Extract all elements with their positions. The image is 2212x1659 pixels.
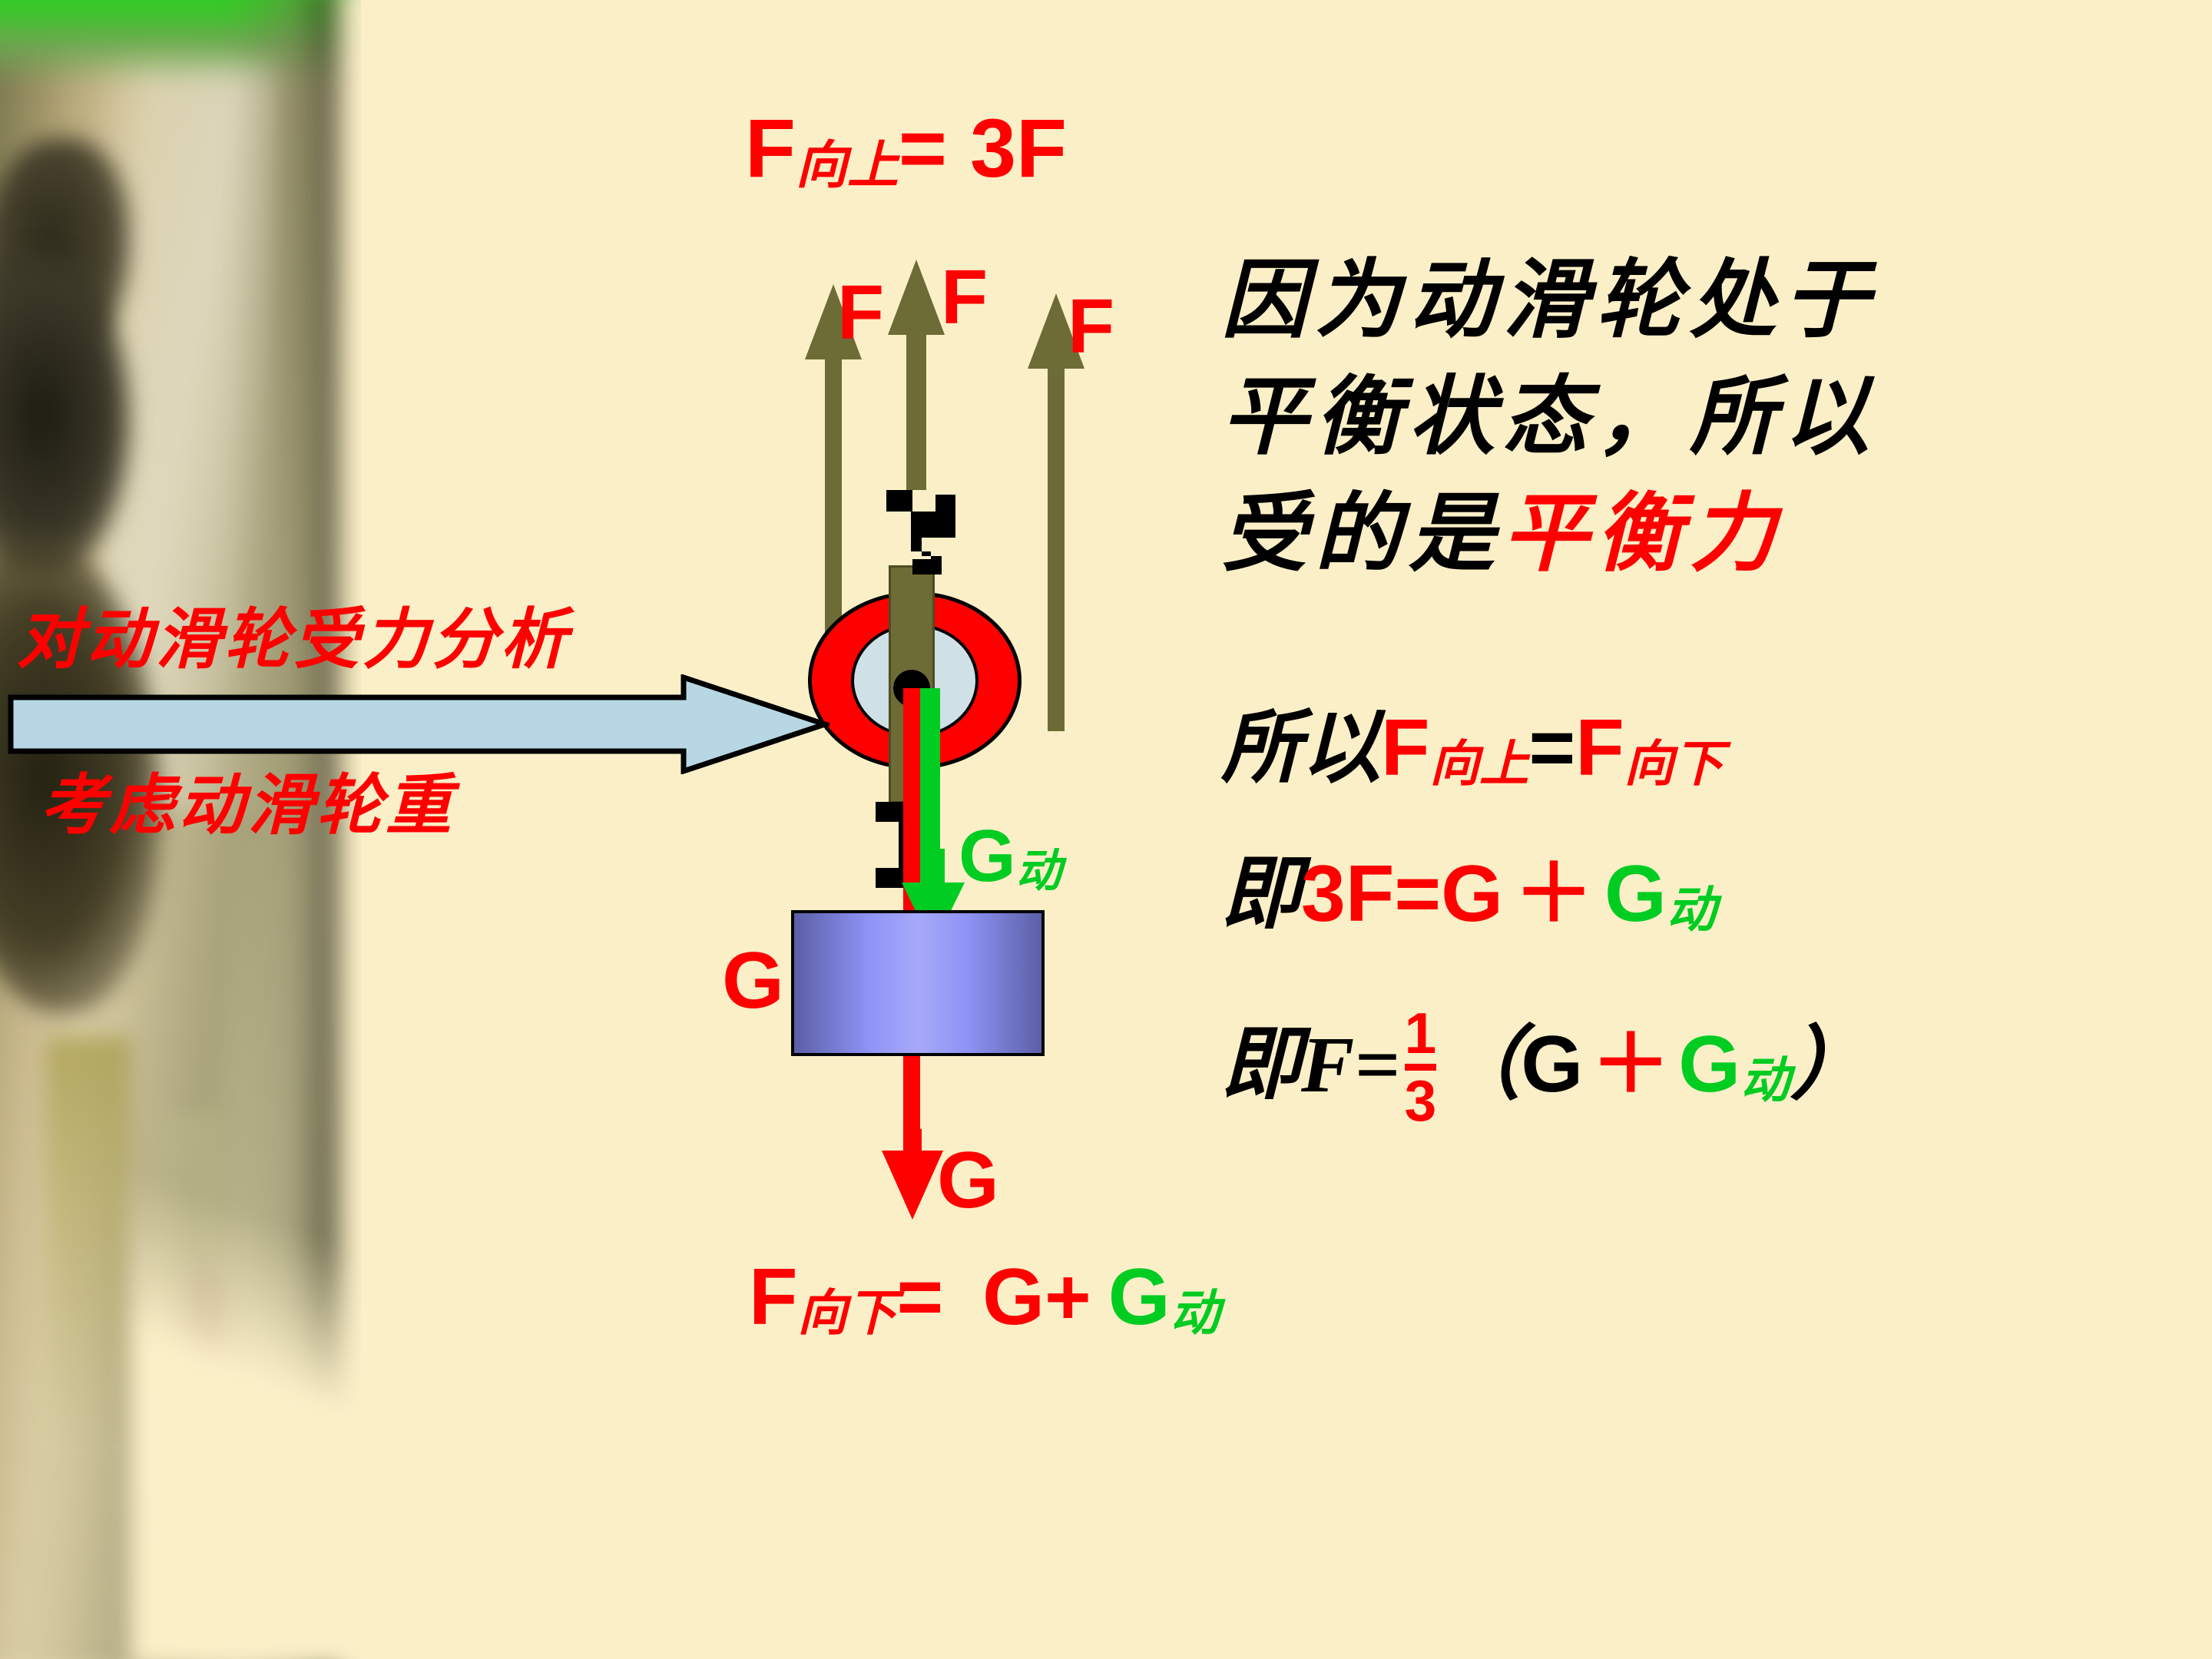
tree-photo-strip [0, 0, 361, 1659]
equation-3f: 即3F=G＋G动 [1221, 828, 1716, 944]
explanation-line-3: 受的是平衡力 [1221, 464, 1783, 588]
explanation-line-3-red: 平衡力 [1502, 487, 1783, 582]
force-arrow-middle [888, 260, 945, 490]
top-formula: F向上= 3F [745, 100, 1067, 198]
equation-balance: 所以F向上=F向下 [1221, 682, 1724, 798]
eq-final-gd: G [1678, 1020, 1741, 1109]
weight-arrow-head [882, 1129, 943, 1220]
caption-force-analysis: 对动滑轮受力分析 [17, 603, 570, 677]
eq-3f-gd: G [1604, 849, 1667, 939]
label-g-dong: G动 [959, 814, 1061, 900]
eq-balance-prefix: 所以 [1221, 704, 1382, 793]
equation-final: 即F= 1 3 （G＋G动） [1221, 998, 1870, 1131]
eq-final-prefix: 即F= [1221, 1021, 1400, 1109]
eq-balance-f-down: F [1575, 704, 1624, 793]
bottom-formula-term2: G [1108, 1253, 1171, 1342]
force-label-middle: F [941, 254, 988, 340]
bottom-formula-term1: G+ [982, 1253, 1091, 1342]
bottom-formula: F向下= G+G动 [749, 1252, 1220, 1345]
fraction-numerator: 1 [1404, 1000, 1437, 1065]
bottom-formula-term2-sub: 动 [1170, 1286, 1220, 1341]
eq-3f-gd-sub: 动 [1666, 882, 1717, 938]
hanging-weight-block [791, 910, 1045, 1056]
fraction-one-third: 1 3 [1404, 1000, 1437, 1134]
blue-transition-arrow [8, 674, 830, 774]
explanation-line-3-black: 受的是 [1221, 487, 1502, 582]
top-formula-equals: = [898, 101, 970, 194]
eq-final-plus: ＋ [1591, 1020, 1671, 1109]
explanation-line-2: 平衡状态，所以 [1221, 370, 1877, 465]
label-block-g: G [722, 936, 784, 1025]
label-g-dong-main: G [959, 815, 1016, 897]
caption-consider-pulley-weight: 考虑动滑轮重 [40, 769, 455, 843]
top-formula-subscript: 向上 [795, 137, 899, 195]
fraction-bar [1404, 1064, 1437, 1071]
eq-final-open-paren: （ [1441, 1021, 1522, 1109]
eq-final-g: G [1521, 1020, 1584, 1109]
top-formula-value: 3F [969, 101, 1068, 194]
bottom-formula-subscript: 向下 [797, 1286, 897, 1341]
eq-3f-lhs: 3F=G [1301, 849, 1504, 939]
hook-top-icon [886, 490, 955, 575]
eq-balance-f-up: F [1381, 704, 1430, 793]
eq-balance-sub-up: 向上 [1429, 737, 1529, 792]
bottom-formula-f: F [749, 1253, 798, 1342]
eq-3f-plus: ＋ [1514, 849, 1594, 939]
force-label-left: F [837, 270, 885, 356]
bottom-formula-equals: = [896, 1253, 966, 1342]
label-total-g: G [937, 1136, 999, 1225]
eq-final-close-paren: ） [1790, 1021, 1870, 1109]
force-arrow-left [805, 284, 862, 730]
label-g-dong-sub: 动 [1015, 846, 1062, 897]
explanation-line-1: 因为动滑轮处于 [1221, 253, 1877, 349]
bark-stripe-1 [46, 1037, 131, 1436]
force-label-right: F [1068, 283, 1115, 369]
eq-final-gd-sub: 动 [1740, 1053, 1790, 1108]
photo-bottom-taper [131, 1029, 361, 1659]
fraction-denominator: 3 [1404, 1068, 1437, 1134]
eq-balance-sub-down: 向下 [1624, 737, 1724, 792]
top-formula-f: F [745, 101, 796, 194]
force-arrow-right [1028, 293, 1084, 731]
eq-balance-equals: = [1528, 704, 1576, 793]
eq-3f-prefix: 即 [1221, 850, 1302, 939]
gdong-arrow-head [902, 849, 965, 947]
